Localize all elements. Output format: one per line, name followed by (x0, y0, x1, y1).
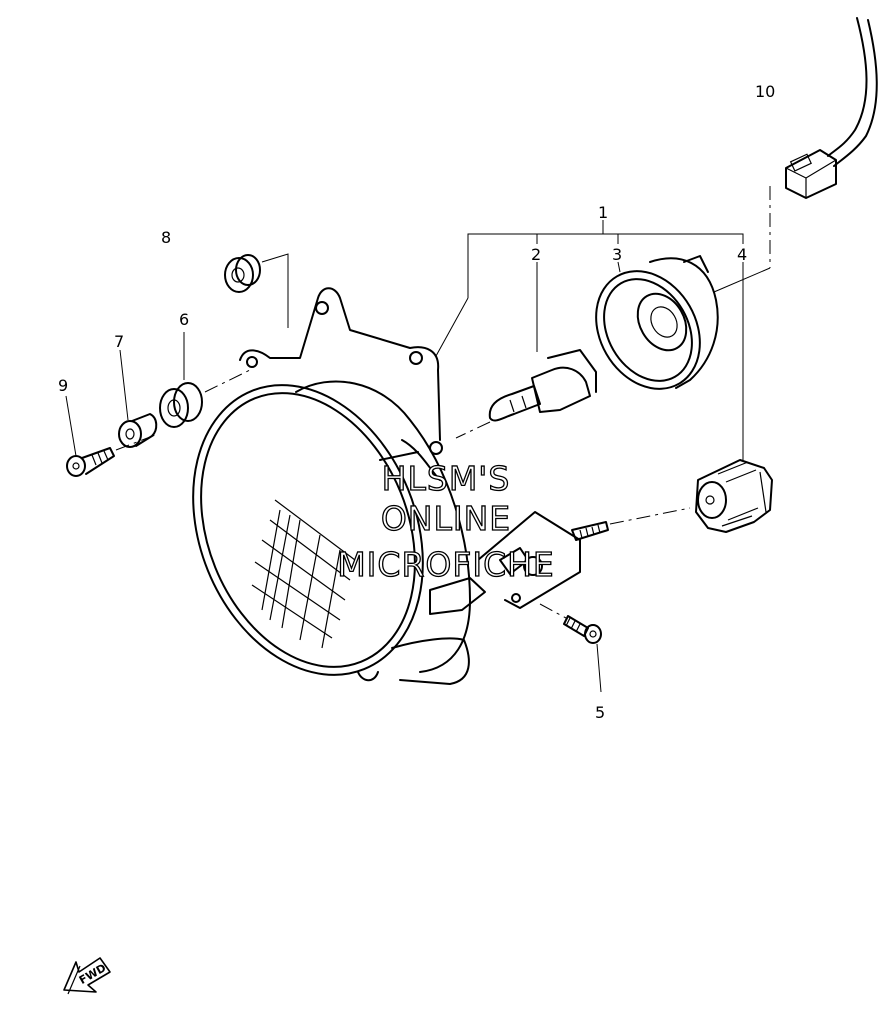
watermark-line-3: MICROFICHE (337, 545, 555, 584)
callout-5: 5 (595, 703, 605, 722)
callout-3: 3 (612, 245, 622, 264)
bulb-part-2 (455, 262, 597, 439)
callout-8: 8 (161, 228, 171, 247)
headlight-bracket (239, 287, 441, 441)
forward-direction-arrow: FWD (63, 957, 111, 995)
grommet-part-6 (159, 332, 251, 428)
headlight-lens-body (192, 380, 581, 685)
callout-10: 10 (755, 82, 775, 101)
callout-6: 6 (179, 310, 189, 329)
callout-labels: 1 2 3 4 5 6 7 8 9 10 (58, 82, 775, 722)
grommet-part-8 (224, 253, 289, 328)
bulb-cover-part-3 (595, 255, 719, 390)
callout-2: 2 (531, 245, 541, 264)
callout-1: 1 (598, 203, 608, 222)
watermark-line-1: HLSM'S (382, 459, 511, 498)
watermark: HLSM'S ONLINE MICROFICHE (337, 458, 555, 584)
rubber-cap-part-4 (695, 262, 773, 533)
screw-part-5 (539, 603, 602, 693)
callout-9: 9 (58, 376, 68, 395)
assembly-bracket-part-1 (435, 220, 744, 357)
callout-7: 7 (114, 332, 124, 351)
callout-4: 4 (737, 245, 747, 264)
collar-part-7 (118, 349, 158, 448)
adjuster-screw (571, 507, 691, 541)
bolt-part-9 (65, 395, 159, 477)
coupler-part-10 (713, 17, 878, 293)
watermark-line-2: ONLINE (381, 499, 511, 538)
